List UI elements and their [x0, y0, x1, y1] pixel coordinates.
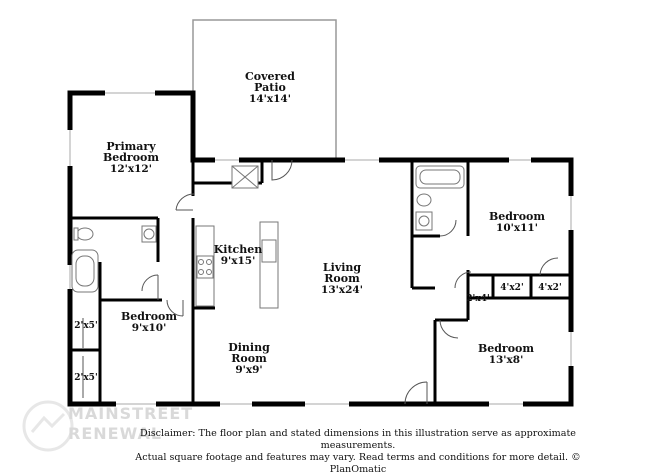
closet-left-upper-dims: 2'x5'	[74, 321, 97, 331]
kitchen-dims: 9'x15'	[221, 255, 256, 267]
door-swings	[82, 159, 559, 405]
dining-room-label: Dining	[228, 341, 270, 354]
dining-room-label-line2: Room	[231, 352, 267, 365]
bedroom-back-right-label: Bedroom	[489, 210, 545, 223]
dining-room-dims: 9'x9'	[235, 364, 262, 376]
living-room-label: Living	[323, 261, 361, 274]
covered-patio-outline	[192, 19, 337, 158]
room-labels: Covered Patio 14'x14' Primary Bedroom 12…	[74, 70, 561, 383]
primary-bedroom-label: Primary	[106, 140, 156, 153]
bedroom-front-right-label: Bedroom	[478, 342, 534, 355]
covered-patio-dims: 14'x14'	[249, 93, 291, 105]
closet-4x2-a-dims: 4'x2'	[500, 283, 523, 293]
kitchen-label: Kitchen	[214, 243, 263, 256]
windows	[67, 90, 574, 407]
covered-patio-label: Covered	[245, 70, 295, 83]
bathroom-fixtures	[71, 165, 465, 293]
disclaimer-line1: Disclaimer: The floor plan and stated di…	[140, 428, 576, 451]
living-room-dims: 13'x24'	[321, 284, 363, 296]
primary-bedroom-label-line2: Bedroom	[103, 151, 159, 164]
mainstreet-logo-watermark	[22, 400, 74, 452]
primary-bedroom-dims: 12'x12'	[110, 163, 152, 175]
kitchen-fixtures	[195, 221, 279, 309]
living-room-label-line2: Room	[324, 272, 360, 285]
closet-left-lower-dims: 2'x5'	[74, 373, 97, 383]
bedroom-front-left-label: Bedroom	[121, 310, 177, 323]
bedroom-front-right-dims: 13'x8'	[489, 354, 524, 366]
interior-walls	[70, 160, 571, 404]
exterior-walls	[67, 90, 574, 407]
bedroom-back-right-dims: 10'x11'	[496, 222, 538, 234]
disclaimer: Disclaimer: The floor plan and stated di…	[108, 428, 608, 476]
bedroom-front-left-dims: 9'x10'	[132, 322, 167, 334]
covered-patio-label-line2: Patio	[254, 81, 286, 94]
watermark-text: MAINSTREET	[68, 404, 194, 423]
closet-2x4-dims: 2'x4'	[466, 294, 489, 304]
watermark-text-line2: RENEWAL	[68, 424, 163, 443]
disclaimer-line2: Actual square footage and features may v…	[135, 452, 581, 475]
closet-4x2-b-dims: 4'x2'	[538, 283, 561, 293]
